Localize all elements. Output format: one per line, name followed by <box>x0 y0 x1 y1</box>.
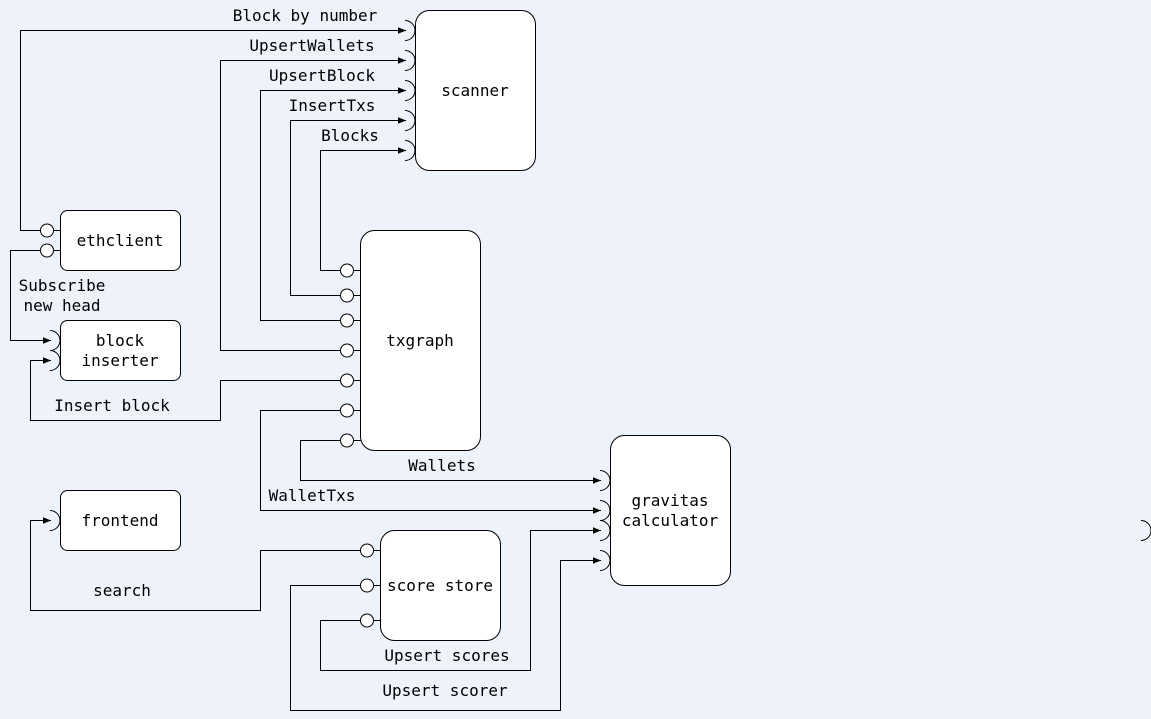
insert-block-label: Insert block <box>54 396 170 415</box>
ethclient-component[interactable]: ethclient <box>60 210 181 271</box>
blocks-wire <box>320 147 406 271</box>
txgraph-label: txgraph <box>386 331 453 350</box>
score-store-component[interactable]: score store <box>380 530 501 641</box>
wallets-label: Wallets <box>408 456 475 475</box>
txgraph-component[interactable]: txgraph <box>360 230 481 451</box>
gravitas-calculator-component[interactable]: gravitas calculator <box>610 435 731 586</box>
required-interfaces <box>49 20 1151 571</box>
subscribe-new-head-wire <box>10 250 51 344</box>
block-inserter-label-line1: block <box>96 331 145 350</box>
wallets-wire <box>300 440 601 484</box>
wallet-txs-label: WalletTxs <box>269 486 356 505</box>
upsert-scores-wire <box>320 527 601 671</box>
block-inserter-label-line2: inserter <box>81 351 158 370</box>
ethclient-label: ethclient <box>77 231 164 250</box>
search-wire <box>30 517 361 611</box>
score-store-label: score store <box>387 576 493 595</box>
block-inserter-component[interactable]: block inserter <box>60 320 181 381</box>
gravitas-calculator-label-line2: calculator <box>622 511 719 530</box>
insert-block-wire <box>30 357 341 421</box>
upsert-block-wire <box>260 87 406 321</box>
subscribe-new-head-label-line2: new head <box>23 296 100 315</box>
upsert-scorer-label: Upsert scorer <box>382 681 508 700</box>
wallet-txs-wire <box>260 410 601 514</box>
upsert-scores-label: Upsert scores <box>384 646 509 665</box>
insert-txs-wire <box>290 117 406 296</box>
block-by-number-wire <box>20 27 406 231</box>
upsert-wallets-label: UpsertWallets <box>249 36 374 55</box>
search-label: search <box>93 581 151 600</box>
blocks-label: Blocks <box>321 126 379 145</box>
upsert-scorer-wire <box>290 557 601 711</box>
provided-interfaces <box>40 223 381 628</box>
scanner-label: scanner <box>441 81 509 100</box>
subscribe-new-head-label-line1: Subscribe <box>19 276 106 295</box>
upsert-block-label: UpsertBlock <box>269 66 375 85</box>
scanner-component[interactable]: scanner <box>415 10 536 171</box>
insert-txs-label: InsertTxs <box>289 96 376 115</box>
gravitas-calculator-label-line1: gravitas <box>631 491 708 510</box>
block-by-number-label: Block by number <box>233 6 378 25</box>
upsert-wallets-wire <box>220 57 406 351</box>
frontend-component[interactable]: frontend <box>60 490 181 551</box>
frontend-label: frontend <box>81 511 158 530</box>
